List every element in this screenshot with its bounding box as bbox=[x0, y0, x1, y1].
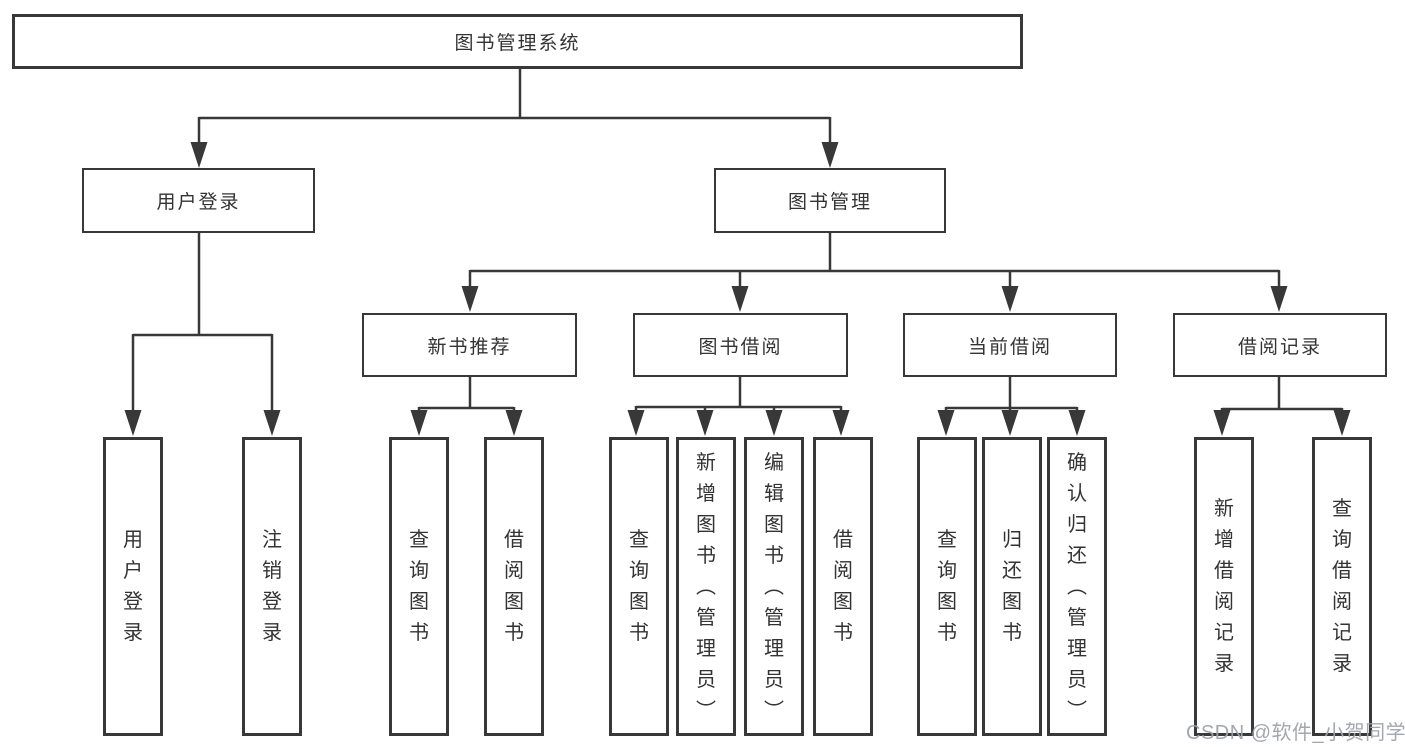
leaf-query-books-recommend-label: 查询图书 bbox=[409, 529, 429, 644]
node-book-borrow: 图书借阅 bbox=[633, 313, 848, 377]
leaf-add-book-admin-label: 新增图书︵管理员︶ bbox=[696, 451, 716, 722]
node-new-book-recommend: 新书推荐 bbox=[362, 313, 577, 377]
leaf-query-books-current: 查询图书 bbox=[917, 437, 977, 736]
leaf-query-books-recommend: 查询图书 bbox=[389, 437, 449, 736]
leaf-query-books-borrow-label: 查询图书 bbox=[629, 529, 649, 644]
leaf-query-borrow-record-label: 查询借阅记录 bbox=[1332, 498, 1352, 675]
leaf-logout: 注销登录 bbox=[242, 437, 302, 736]
leaf-add-book-admin: 新增图书︵管理员︶ bbox=[676, 437, 736, 736]
leaf-edit-book-admin: 编辑图书︵管理员︶ bbox=[744, 437, 804, 736]
node-book-management: 图书管理 bbox=[714, 168, 946, 233]
leaf-return-book-label: 归还图书 bbox=[1002, 529, 1022, 644]
leaf-confirm-return-admin-label: 确认归还︵管理员︶ bbox=[1067, 451, 1087, 722]
leaf-logout-label: 注销登录 bbox=[262, 529, 282, 644]
node-library-management-system: 图书管理系统 bbox=[12, 14, 1023, 69]
leaf-user-login-label: 用户登录 bbox=[123, 529, 143, 644]
leaf-confirm-return-admin: 确认归还︵管理员︶ bbox=[1047, 437, 1107, 736]
leaf-borrow-books-recommend-label: 借阅图书 bbox=[504, 529, 524, 644]
leaf-add-borrow-record: 新增借阅记录 bbox=[1194, 437, 1254, 736]
leaf-query-books-borrow: 查询图书 bbox=[609, 437, 669, 736]
leaf-borrow-books-borrow: 借阅图书 bbox=[813, 437, 873, 736]
node-user-login: 用户登录 bbox=[82, 168, 315, 233]
leaf-borrow-books-recommend: 借阅图书 bbox=[484, 437, 544, 736]
leaf-borrow-books-borrow-label: 借阅图书 bbox=[833, 529, 853, 644]
leaf-edit-book-admin-label: 编辑图书︵管理员︶ bbox=[764, 451, 784, 722]
node-current-borrow: 当前借阅 bbox=[903, 313, 1117, 377]
leaf-query-books-current-label: 查询图书 bbox=[937, 529, 957, 644]
watermark: CSDN @软件_小贺同学 bbox=[1186, 722, 1405, 744]
leaf-add-borrow-record-label: 新增借阅记录 bbox=[1214, 498, 1234, 675]
leaf-user-login: 用户登录 bbox=[103, 437, 163, 736]
leaf-query-borrow-record: 查询借阅记录 bbox=[1312, 437, 1372, 736]
node-borrow-records: 借阅记录 bbox=[1173, 313, 1387, 377]
leaf-return-book: 归还图书 bbox=[982, 437, 1042, 736]
